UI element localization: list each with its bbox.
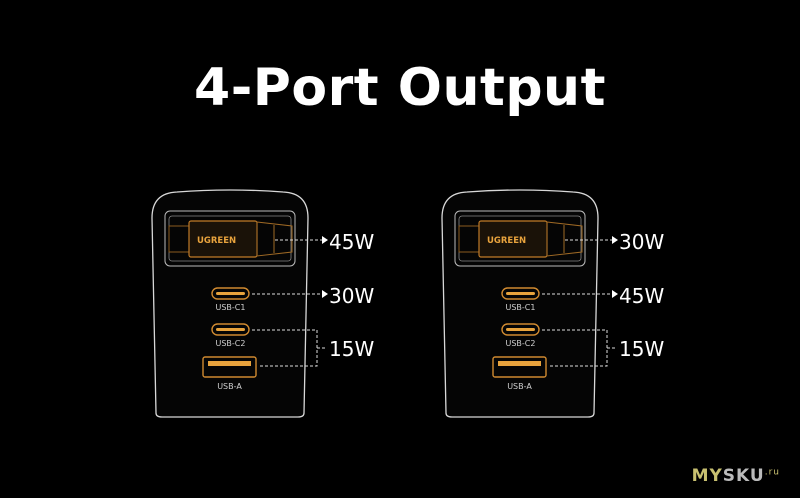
port-label-usb-c2: USB-C2 <box>216 339 246 348</box>
port-label-usb-a: USB-A <box>507 382 532 391</box>
output-cable-port: 45W <box>329 230 374 254</box>
output-usb-c1: 30W <box>329 284 374 308</box>
charger-right: UGREEN USB-C1 USB-C2 USB-A 30W 45W 15W <box>441 189 664 418</box>
output-shared: 15W <box>329 337 374 361</box>
output-usb-c1: 45W <box>619 284 664 308</box>
port-label-usb-a: USB-A <box>217 382 242 391</box>
brand-logo: UGREEN <box>197 236 236 246</box>
page-title: 4-Port Output <box>194 58 606 118</box>
port-label-usb-c1: USB-C1 <box>506 303 536 312</box>
brand-logo: UGREEN <box>487 236 526 246</box>
output-shared: 15W <box>619 337 664 361</box>
output-cable-port: 30W <box>619 230 664 254</box>
port-label-usb-c1: USB-C1 <box>216 303 246 312</box>
charger-left: UGREEN USB-C1 USB-C2 USB-A 45W 30W 15W <box>151 189 374 418</box>
port-label-usb-c2: USB-C2 <box>506 339 536 348</box>
watermark: MYSKU.ru <box>691 466 780 486</box>
